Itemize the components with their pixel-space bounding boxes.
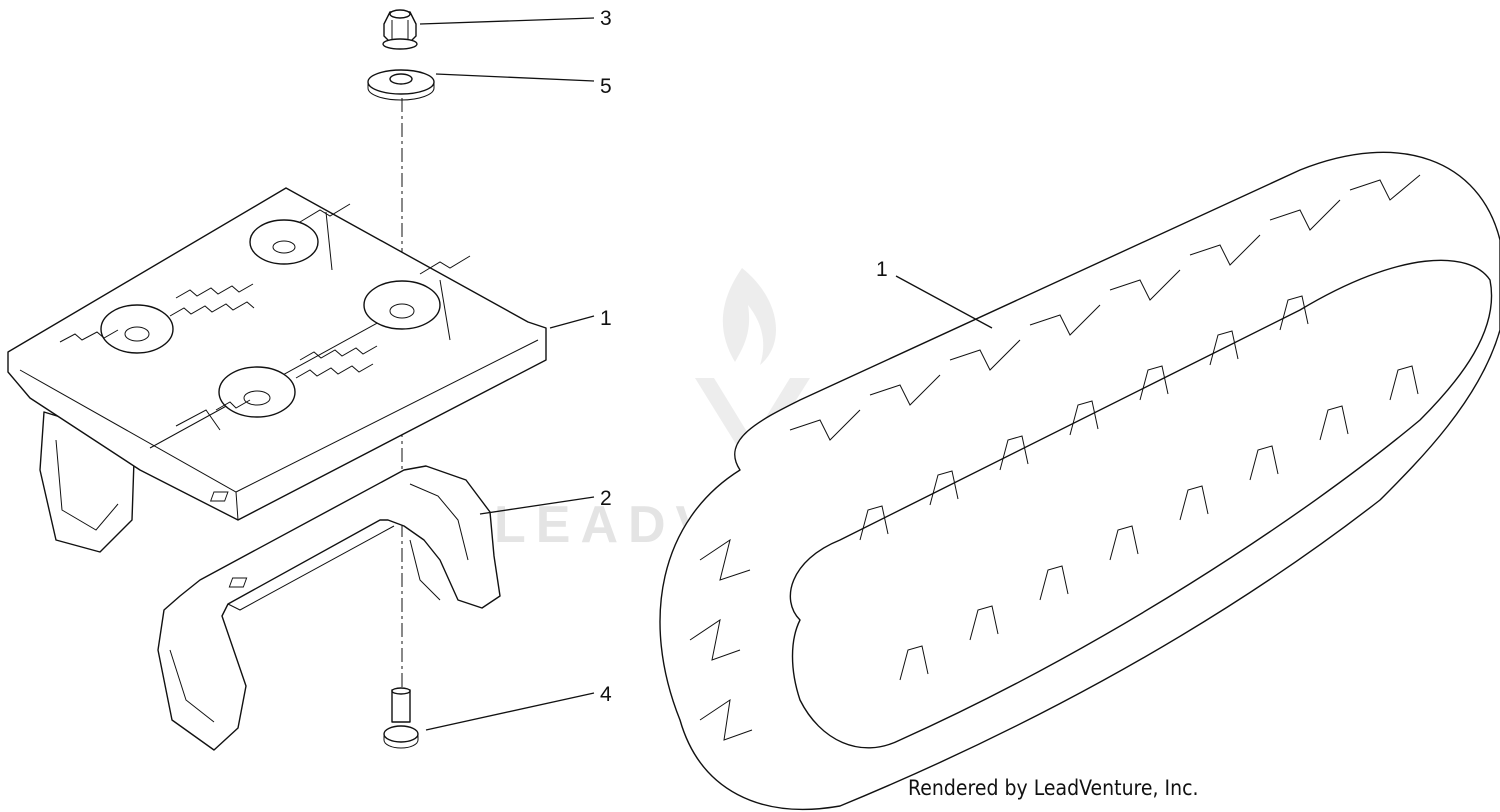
bracket [157, 465, 501, 751]
leadventure-flame-logo-icon [695, 268, 810, 470]
washer [367, 69, 435, 101]
bolt [383, 687, 419, 749]
callout-number: 2 [600, 487, 612, 510]
callout-number: 1 [876, 258, 888, 281]
callout-4: 4 [425, 683, 612, 731]
track-pad [7, 187, 547, 553]
callout-number: 4 [600, 683, 612, 706]
callout-2: 2 [479, 487, 612, 515]
callout-1-track-pad: 1 [549, 307, 612, 330]
callout-1-rubber-track: 1 [876, 258, 993, 329]
flange-nut [382, 9, 418, 50]
callout-number: 1 [600, 307, 612, 330]
callout-3: 3 [419, 7, 612, 30]
callout-5: 5 [435, 73, 612, 98]
callout-number: 5 [600, 75, 612, 98]
rubber-track [659, 151, 1500, 810]
callout-number: 3 [600, 7, 612, 30]
render-credit: Rendered by LeadVenture, Inc. [908, 776, 1199, 800]
